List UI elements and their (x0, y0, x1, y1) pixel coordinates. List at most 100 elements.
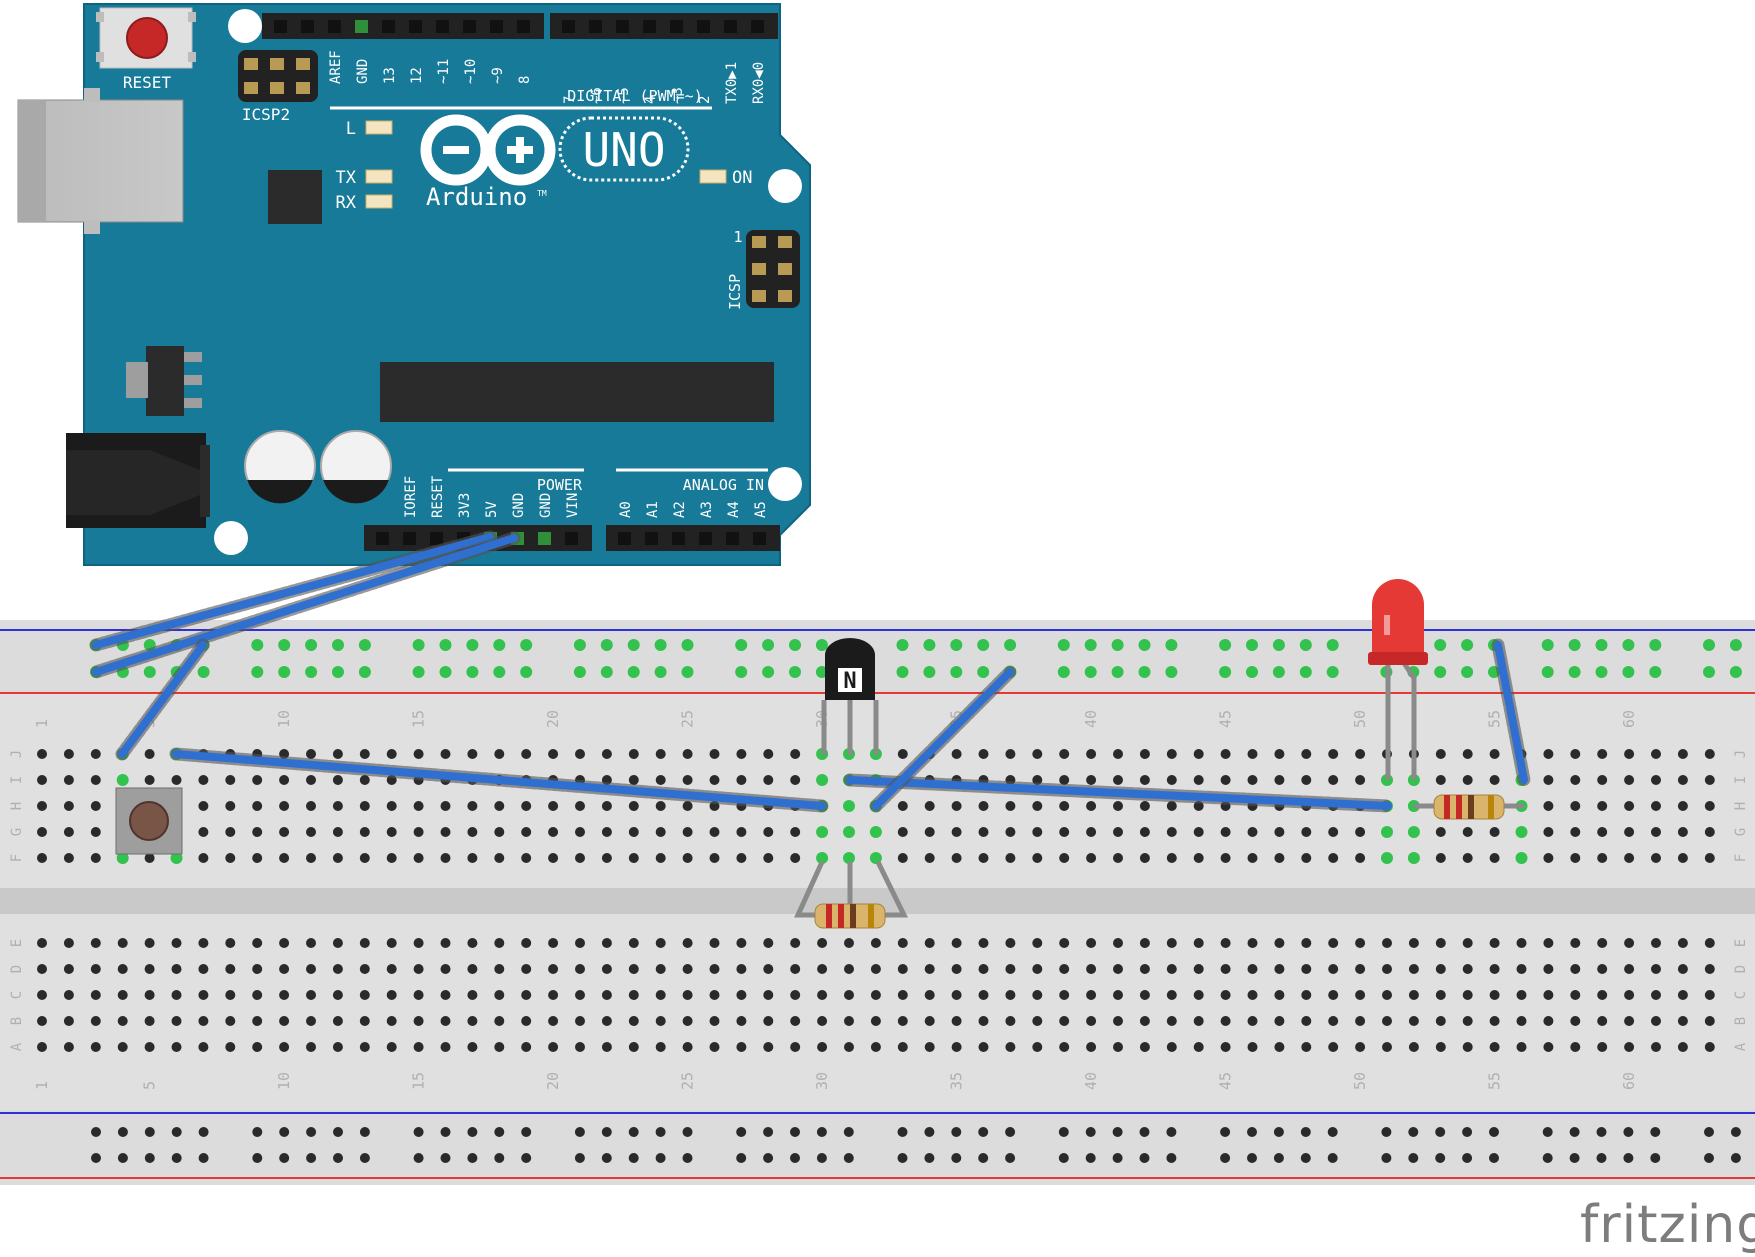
breadboard-hole[interactable] (1139, 1042, 1150, 1052)
breadboard-hole[interactable] (977, 666, 990, 678)
breadboard-hole[interactable] (413, 964, 424, 974)
breadboard-hole[interactable] (763, 827, 774, 837)
breadboard-hole[interactable] (575, 1042, 585, 1052)
breadboard-hole[interactable] (1139, 1127, 1150, 1137)
breadboard-hole[interactable] (1677, 938, 1688, 948)
breadboard-hole[interactable] (709, 749, 720, 759)
breadboard-hole[interactable] (575, 990, 585, 1000)
digital-pin[interactable] (463, 20, 476, 33)
breadboard-hole[interactable] (1461, 639, 1474, 651)
breadboard-hole[interactable] (681, 666, 694, 678)
breadboard-hole[interactable] (575, 827, 585, 837)
breadboard-hole[interactable] (682, 1153, 693, 1163)
analog-pin[interactable] (699, 532, 712, 545)
breadboard-hole[interactable] (1139, 964, 1150, 974)
breadboard-hole[interactable] (628, 990, 639, 1000)
breadboard-hole[interactable] (1139, 990, 1150, 1000)
breadboard-hole[interactable] (279, 964, 290, 974)
breadboard-hole[interactable] (467, 938, 478, 948)
breadboard-hole[interactable] (1193, 938, 1204, 948)
breadboard-hole[interactable] (252, 1153, 263, 1163)
breadboard-hole[interactable] (897, 827, 908, 837)
breadboard-hole[interactable] (1032, 1016, 1043, 1026)
pushbutton[interactable] (115, 787, 183, 855)
breadboard-hole[interactable] (1328, 775, 1339, 785)
breadboard-hole[interactable] (1462, 749, 1473, 759)
breadboard-hole[interactable] (63, 1016, 74, 1026)
breadboard-hole[interactable] (521, 990, 532, 1000)
breadboard-hole[interactable] (951, 1153, 962, 1163)
breadboard-hole[interactable] (1005, 964, 1016, 974)
breadboard-hole[interactable] (1059, 775, 1070, 785)
breadboard-hole[interactable] (978, 1127, 989, 1137)
breadboard-hole[interactable] (1651, 775, 1661, 785)
breadboard-hole[interactable] (1327, 1153, 1338, 1163)
breadboard-hole[interactable] (1516, 1042, 1527, 1052)
breadboard-hole[interactable] (413, 827, 424, 837)
breadboard-hole[interactable] (467, 964, 478, 974)
breadboard-hole[interactable] (1489, 964, 1500, 974)
breadboard-hole[interactable] (736, 938, 747, 948)
breadboard-hole[interactable] (1166, 1153, 1177, 1163)
breadboard-hole[interactable] (306, 853, 316, 863)
breadboard-hole[interactable] (63, 853, 74, 863)
breadboard-hole[interactable] (978, 827, 989, 837)
breadboard-hole[interactable] (90, 827, 101, 837)
breadboard-hole[interactable] (924, 1016, 935, 1026)
breadboard-hole[interactable] (1677, 853, 1688, 863)
breadboard-hole[interactable] (897, 1016, 908, 1026)
breadboard-hole[interactable] (923, 639, 936, 651)
breadboard-hole[interactable] (37, 853, 47, 863)
breadboard-hole[interactable] (37, 964, 47, 974)
breadboard-hole[interactable] (682, 749, 693, 759)
breadboard-hole[interactable] (682, 1127, 693, 1137)
breadboard-hole[interactable] (37, 827, 47, 837)
breadboard-hole[interactable] (413, 990, 424, 1000)
breadboard-hole[interactable] (1059, 853, 1070, 863)
breadboard-hole[interactable] (413, 853, 424, 863)
breadboard-hole[interactable] (170, 852, 183, 864)
breadboard-hole[interactable] (950, 666, 963, 678)
breadboard-hole[interactable] (1489, 990, 1500, 1000)
breadboard-hole[interactable] (844, 1042, 854, 1052)
breadboard-hole[interactable] (1382, 964, 1392, 974)
breadboard-hole[interactable] (1299, 639, 1312, 651)
breadboard-hole[interactable] (1597, 938, 1608, 948)
breadboard-hole[interactable] (90, 1016, 101, 1026)
breadboard-hole[interactable] (924, 801, 935, 811)
breadboard-hole[interactable] (1301, 749, 1312, 759)
breadboard-hole[interactable] (1434, 639, 1447, 651)
breadboard-hole[interactable] (466, 666, 479, 678)
breadboard-hole[interactable] (1704, 853, 1715, 863)
breadboard-hole[interactable] (225, 775, 236, 785)
breadboard-hole[interactable] (1111, 639, 1124, 651)
breadboard-hole[interactable] (790, 827, 801, 837)
breadboard-hole[interactable] (1166, 1016, 1177, 1026)
breadboard-hole[interactable] (815, 639, 828, 651)
breadboard-hole[interactable] (1650, 1153, 1661, 1163)
breadboard-hole[interactable] (1139, 801, 1150, 811)
breadboard-hole[interactable] (709, 775, 720, 785)
breadboard-hole[interactable] (413, 1042, 424, 1052)
breadboard-hole[interactable] (252, 827, 263, 837)
breadboard-hole[interactable] (655, 938, 666, 948)
breadboard-hole[interactable] (252, 1016, 263, 1026)
breadboard-hole[interactable] (1166, 749, 1177, 759)
breadboard-hole[interactable] (467, 827, 478, 837)
breadboard-hole[interactable] (1703, 639, 1715, 651)
breadboard-hole[interactable] (682, 1042, 693, 1052)
breadboard-hole[interactable] (171, 964, 182, 974)
breadboard-hole[interactable] (1219, 639, 1232, 651)
breadboard-hole[interactable] (1059, 749, 1070, 759)
breadboard-hole[interactable] (359, 827, 370, 837)
breadboard-hole[interactable] (90, 775, 101, 785)
breadboard-hole[interactable] (1515, 852, 1528, 864)
digital-pin[interactable] (724, 20, 737, 33)
breadboard-hole[interactable] (1328, 990, 1339, 1000)
breadboard-hole[interactable] (413, 1127, 424, 1137)
breadboard-hole[interactable] (843, 1127, 854, 1137)
breadboard-hole[interactable] (1704, 964, 1715, 974)
reset-button[interactable] (96, 7, 196, 69)
breadboard-hole[interactable] (575, 801, 585, 811)
breadboard-hole[interactable] (1597, 749, 1608, 759)
